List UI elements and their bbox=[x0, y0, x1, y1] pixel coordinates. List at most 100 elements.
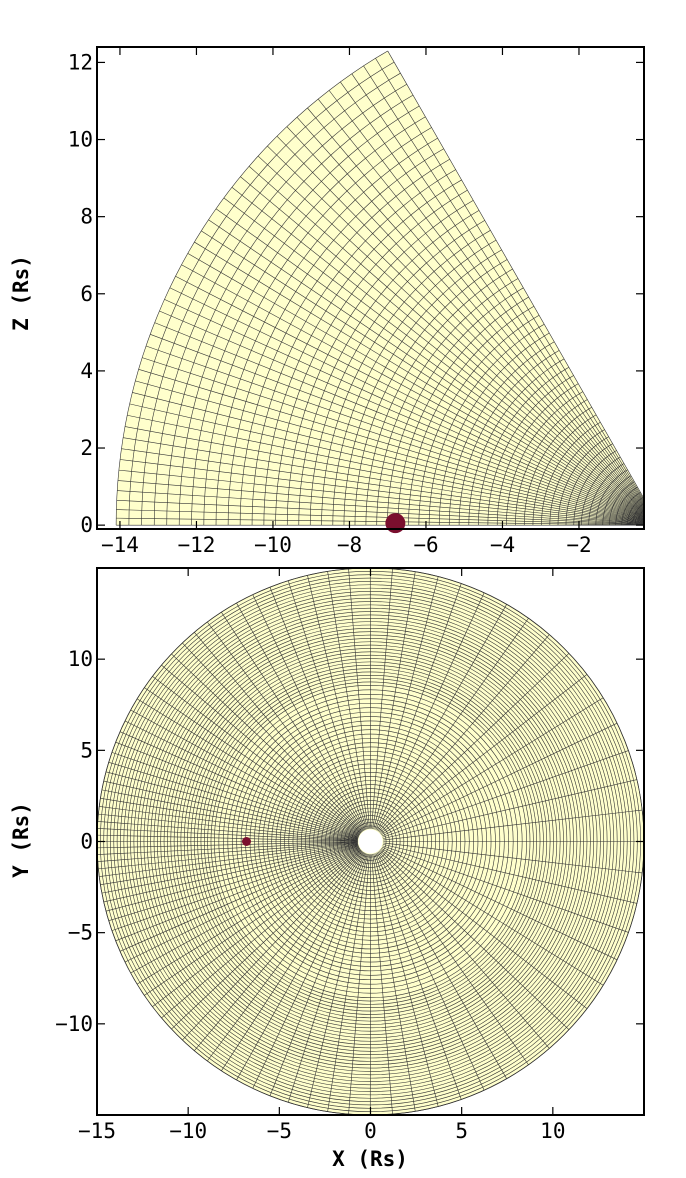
xz-grid-arc bbox=[523, 406, 592, 526]
xz-ytick-label: 8 bbox=[80, 205, 93, 229]
xz-grid-arc bbox=[153, 83, 407, 526]
xz-grid-arc bbox=[215, 137, 438, 526]
xz-grid-arc bbox=[541, 422, 601, 526]
xy-grid-ring bbox=[340, 811, 401, 872]
xz-grid-arc bbox=[428, 323, 545, 526]
xz-grid-arc bbox=[506, 391, 583, 526]
xz-grid-arc bbox=[275, 189, 468, 526]
xy-grid-ring bbox=[113, 584, 628, 1099]
xz-grid-arc bbox=[365, 268, 513, 526]
xz-grid-spoke bbox=[276, 135, 644, 511]
xz-grid-spoke bbox=[340, 81, 644, 505]
xz-xtick-label: −4 bbox=[490, 533, 515, 557]
xy-grid-ring bbox=[214, 685, 527, 998]
xz-grid-arc bbox=[309, 220, 485, 526]
xz-grid-arc bbox=[458, 350, 560, 526]
xy-xtick-label: −15 bbox=[78, 1119, 116, 1143]
xy-grid-ring bbox=[354, 825, 387, 858]
xz-grid-arc bbox=[627, 497, 644, 526]
xz-grid-arc bbox=[637, 509, 644, 526]
xy-grid-ring bbox=[223, 694, 518, 989]
xy-grid-ring bbox=[110, 581, 631, 1102]
xz-grid-arc bbox=[298, 210, 480, 526]
xy-grid-ring bbox=[190, 661, 551, 1022]
xy-ytick-label: −5 bbox=[68, 921, 93, 945]
xz-ytick-label: 10 bbox=[68, 128, 93, 152]
xy-ytick-label: −10 bbox=[55, 1012, 93, 1036]
xz-xtick-label: −14 bbox=[101, 533, 139, 557]
xz-grid-mesh bbox=[115, 50, 653, 526]
xz-grid-arc bbox=[646, 513, 653, 525]
xz-grid-arc bbox=[487, 375, 574, 526]
xz-xtick-label: −2 bbox=[566, 533, 591, 557]
xy-grid-ring bbox=[329, 800, 412, 883]
xy-grid-ring bbox=[313, 784, 428, 899]
xz-grid-spoke bbox=[132, 392, 644, 522]
xy-ylabel: Y (Rs) bbox=[9, 802, 33, 878]
xy-grid-ring bbox=[347, 818, 394, 865]
xz-grid-spoke bbox=[124, 426, 644, 523]
xz-grid-arc bbox=[573, 450, 617, 526]
xz-grid-spoke bbox=[154, 322, 644, 520]
xy-grid-ring bbox=[163, 634, 578, 1049]
xy-ytick-label: 5 bbox=[80, 738, 93, 762]
xz-grid-spoke bbox=[138, 368, 644, 521]
xz-grid-arc bbox=[595, 469, 628, 526]
xz-grid-arc bbox=[641, 516, 644, 526]
xz-grid-spoke bbox=[248, 166, 644, 513]
xz-grid-arc bbox=[565, 443, 613, 526]
xz-grid-arc bbox=[588, 463, 625, 526]
xz-grid-arc bbox=[376, 278, 519, 526]
xz-xtick-label: −12 bbox=[177, 533, 215, 557]
xy-grid-ring bbox=[173, 644, 568, 1039]
xy-ytick-label: 10 bbox=[68, 647, 93, 671]
xz-grid-spoke bbox=[231, 186, 644, 514]
xz-grid-arc bbox=[621, 492, 641, 526]
xy-grid-ring bbox=[157, 628, 584, 1055]
xy-grid-ring bbox=[193, 664, 548, 1019]
xz-grid-spoke bbox=[187, 253, 644, 517]
xz-grid-arc bbox=[387, 287, 524, 526]
xy-grid-ring bbox=[203, 674, 538, 1009]
xy-grid-ring bbox=[284, 755, 457, 928]
xy-grid-ring bbox=[296, 767, 445, 916]
xy-grid-ring bbox=[150, 621, 591, 1062]
xy-xtick-label: 10 bbox=[540, 1119, 565, 1143]
xy-grid-ring bbox=[153, 624, 588, 1059]
xy-grid-ring bbox=[317, 788, 424, 895]
xz-grid-spoke bbox=[387, 50, 644, 500]
xz-grid-arc bbox=[581, 456, 621, 526]
xz-grid-arc bbox=[178, 105, 420, 526]
xy-xlabel: X (Rs) bbox=[332, 1147, 408, 1171]
xz-grid-spoke bbox=[267, 145, 644, 511]
xz-grid-spoke bbox=[296, 116, 644, 509]
xy-grid-ring bbox=[267, 738, 474, 945]
xz-grid-arc bbox=[321, 230, 491, 526]
xy-grid-ring bbox=[300, 771, 441, 912]
xz-grid-fill bbox=[116, 50, 644, 526]
xy-xtick-label: −10 bbox=[169, 1119, 207, 1143]
xz-grid-arc bbox=[557, 436, 609, 526]
xy-grid-ring bbox=[126, 597, 615, 1086]
xz-ylabel: Z (Rs) bbox=[9, 255, 33, 331]
xz-grid-spoke bbox=[118, 469, 644, 524]
xz-grid-spoke bbox=[150, 334, 644, 520]
xy-grid-mesh bbox=[97, 568, 644, 1115]
xz-grid-arc bbox=[128, 61, 395, 526]
xy-grid-ring bbox=[200, 671, 541, 1012]
xy-grid-ring bbox=[271, 742, 470, 941]
xy-grid-ring bbox=[130, 601, 611, 1082]
xz-grid-arc bbox=[609, 481, 635, 526]
xy-grid-ring bbox=[210, 681, 531, 1002]
xz-grid-arc bbox=[602, 475, 632, 526]
xz-grid-spoke bbox=[120, 459, 644, 524]
xz-grid-spoke bbox=[363, 65, 644, 502]
xz-grid-arc bbox=[227, 148, 444, 526]
xz-ytick-label: 6 bbox=[80, 282, 93, 306]
xy-grid-ring bbox=[236, 707, 505, 976]
xz-ytick-label: 4 bbox=[80, 359, 93, 383]
xz-xtick-label: −8 bbox=[337, 533, 362, 557]
